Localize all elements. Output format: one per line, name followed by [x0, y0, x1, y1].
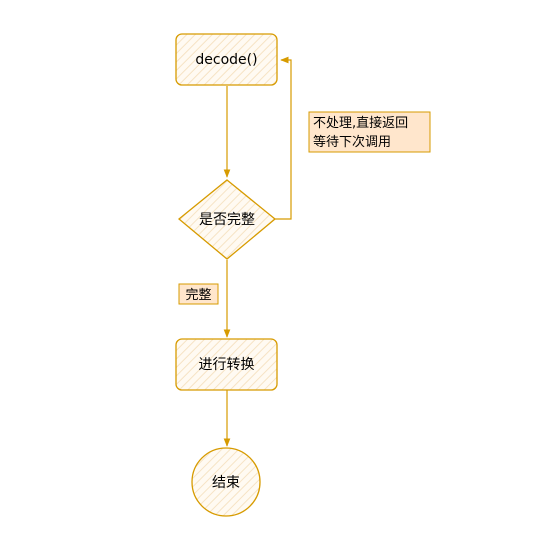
- node-convert-label: 进行转换: [199, 356, 255, 373]
- edge-label-not-processed-line2: 等待下次调用: [313, 134, 391, 150]
- edge-check-loop-back: [275, 56, 292, 220]
- node-end[interactable]: 结束: [191, 447, 261, 517]
- edge-label-not-processed-line1: 不处理,直接返回: [313, 115, 408, 131]
- edge-label-not-processed: 不处理,直接返回 等待下次调用: [308, 111, 431, 153]
- node-check-label: 是否完整: [199, 212, 255, 228]
- node-check-decision[interactable]: 是否完整: [177, 179, 277, 260]
- node-decode[interactable]: decode(): [175, 33, 278, 86]
- node-end-label: 结束: [212, 475, 240, 491]
- node-decode-label: decode(): [195, 52, 257, 68]
- edge-label-complete: 完整: [178, 283, 219, 305]
- edge-label-complete-text: 完整: [185, 288, 211, 303]
- node-convert[interactable]: 进行转换: [175, 338, 278, 391]
